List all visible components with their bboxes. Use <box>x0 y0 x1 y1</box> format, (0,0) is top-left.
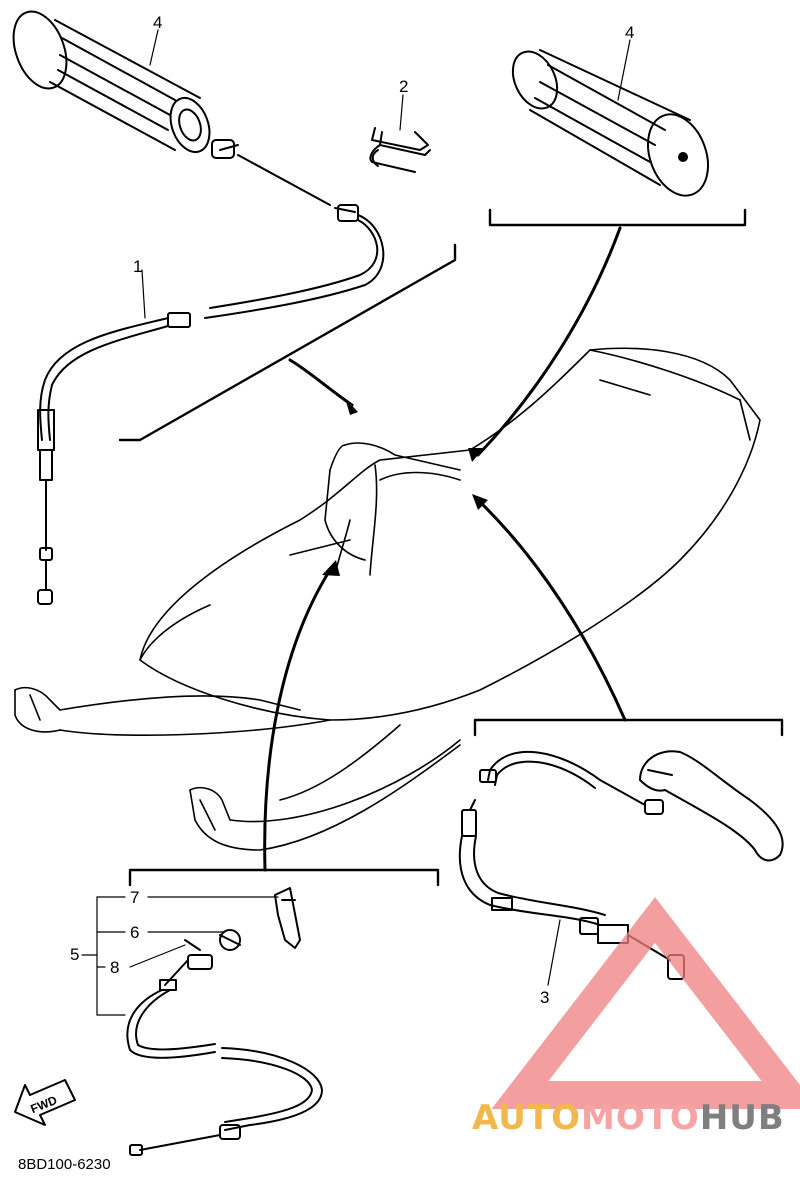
lower-cable-assembly <box>126 887 323 1156</box>
part-code: 8BD100-6230 <box>18 1156 111 1173</box>
clip-part <box>369 127 431 173</box>
callout-7: 7 <box>130 888 139 907</box>
callout-3: 3 <box>540 988 549 1007</box>
watermark-brand: AUTOMOTOHUB <box>472 1098 785 1138</box>
callout-6: 6 <box>130 923 139 942</box>
callout-leaders <box>81 29 631 1016</box>
callout-1: 1 <box>133 257 142 276</box>
bracket-lines <box>118 208 784 887</box>
callout-4-right: 4 <box>625 23 634 42</box>
left-grip <box>12 10 211 154</box>
leader-arrows <box>263 226 627 872</box>
right-grip <box>511 49 709 197</box>
throttle-cable <box>37 139 385 605</box>
snowmobile-outline <box>14 347 761 851</box>
watermark-logo-icon <box>491 897 800 1109</box>
callout-4-left: 4 <box>153 13 162 32</box>
brand-part-auto: AUTO <box>472 1098 581 1138</box>
callout-2: 2 <box>399 77 408 96</box>
callout-8: 8 <box>110 958 119 977</box>
callout-5: 5 <box>70 945 79 964</box>
brand-part-hub: HUB <box>699 1098 785 1138</box>
fwd-arrow-icon <box>14 1079 76 1126</box>
brand-part-moto: MOTO <box>580 1098 700 1138</box>
brake-cable <box>458 750 784 980</box>
